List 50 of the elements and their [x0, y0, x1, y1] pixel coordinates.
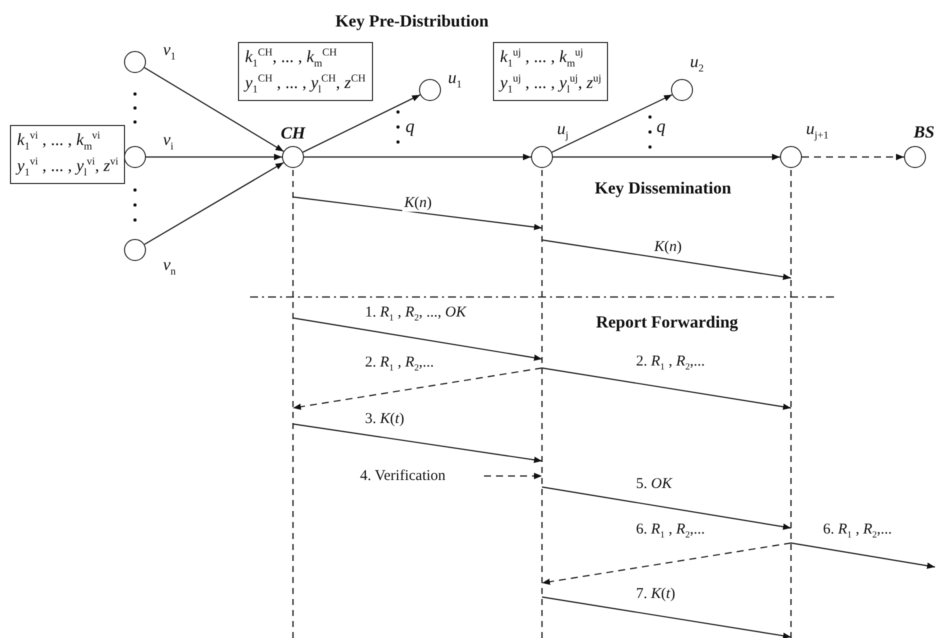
node-label: v$_{i}$ [163, 131, 174, 153]
arrow [146, 154, 282, 160]
arrow [790, 542, 936, 569]
arrow [542, 486, 792, 530]
arrow [292, 423, 542, 463]
parameter-label: q [406, 117, 414, 137]
arrow [484, 472, 542, 480]
edge-label: 3. K(t) [363, 410, 406, 428]
edge-label: 7. K(t) [634, 586, 678, 602]
arrow [144, 67, 284, 152]
node-label: u$_{1}$ [448, 69, 462, 91]
arrow [292, 196, 542, 230]
arrow [542, 542, 792, 585]
node-label: v$_{1}$ [163, 41, 176, 63]
arrow [302, 94, 420, 153]
key-box [238, 42, 373, 102]
arrow [553, 154, 780, 160]
node-label: u$_{j+1}$ [806, 120, 829, 142]
key-box [493, 42, 608, 102]
node-label: v$_{n}$ [163, 256, 176, 278]
section-heading: Key Pre-Distribution [335, 12, 489, 32]
arrow [292, 317, 542, 361]
key-list: y$_{1}$$^{vi}$ , ... , y$_{l}$$^{vi}$, z$^{vi}$ [17, 154, 118, 180]
edge-label: K(n) [402, 194, 434, 212]
node-label: CH [280, 124, 306, 144]
node-label: u$_{2}$ [690, 53, 704, 75]
node-circle [124, 51, 146, 73]
arrow [542, 367, 792, 410]
arrow [552, 94, 672, 153]
arrow [304, 154, 531, 160]
parameter-label: q [656, 117, 666, 137]
edge-label: K(n) [652, 238, 684, 256]
arrow [802, 154, 904, 160]
node-circle [124, 146, 146, 168]
arrow [144, 162, 284, 245]
node-circle [419, 79, 441, 101]
node-label: BS [914, 124, 934, 142]
node-circle [671, 79, 693, 101]
arrow [542, 596, 792, 638]
key-box [10, 125, 126, 184]
section-heading: Report Forwarding [596, 314, 738, 332]
arrow [542, 239, 792, 280]
node-label: u$_{j}$ [557, 120, 568, 142]
arrow [292, 367, 542, 410]
key-list: y$_{1}$$^{uj}$ , ... , y$_{l}$$^{uj}$, z$^{uj}$ [500, 72, 602, 98]
step-text: 4. Verification [360, 465, 480, 487]
node-circle [124, 239, 146, 261]
key-list: y$_{1}$$^{CH}$ , ... , y$_{l}$$^{CH}$, z$^{CH}$ [245, 72, 366, 98]
node-circle [904, 146, 926, 168]
section-heading: Key Dissemination [594, 180, 732, 198]
